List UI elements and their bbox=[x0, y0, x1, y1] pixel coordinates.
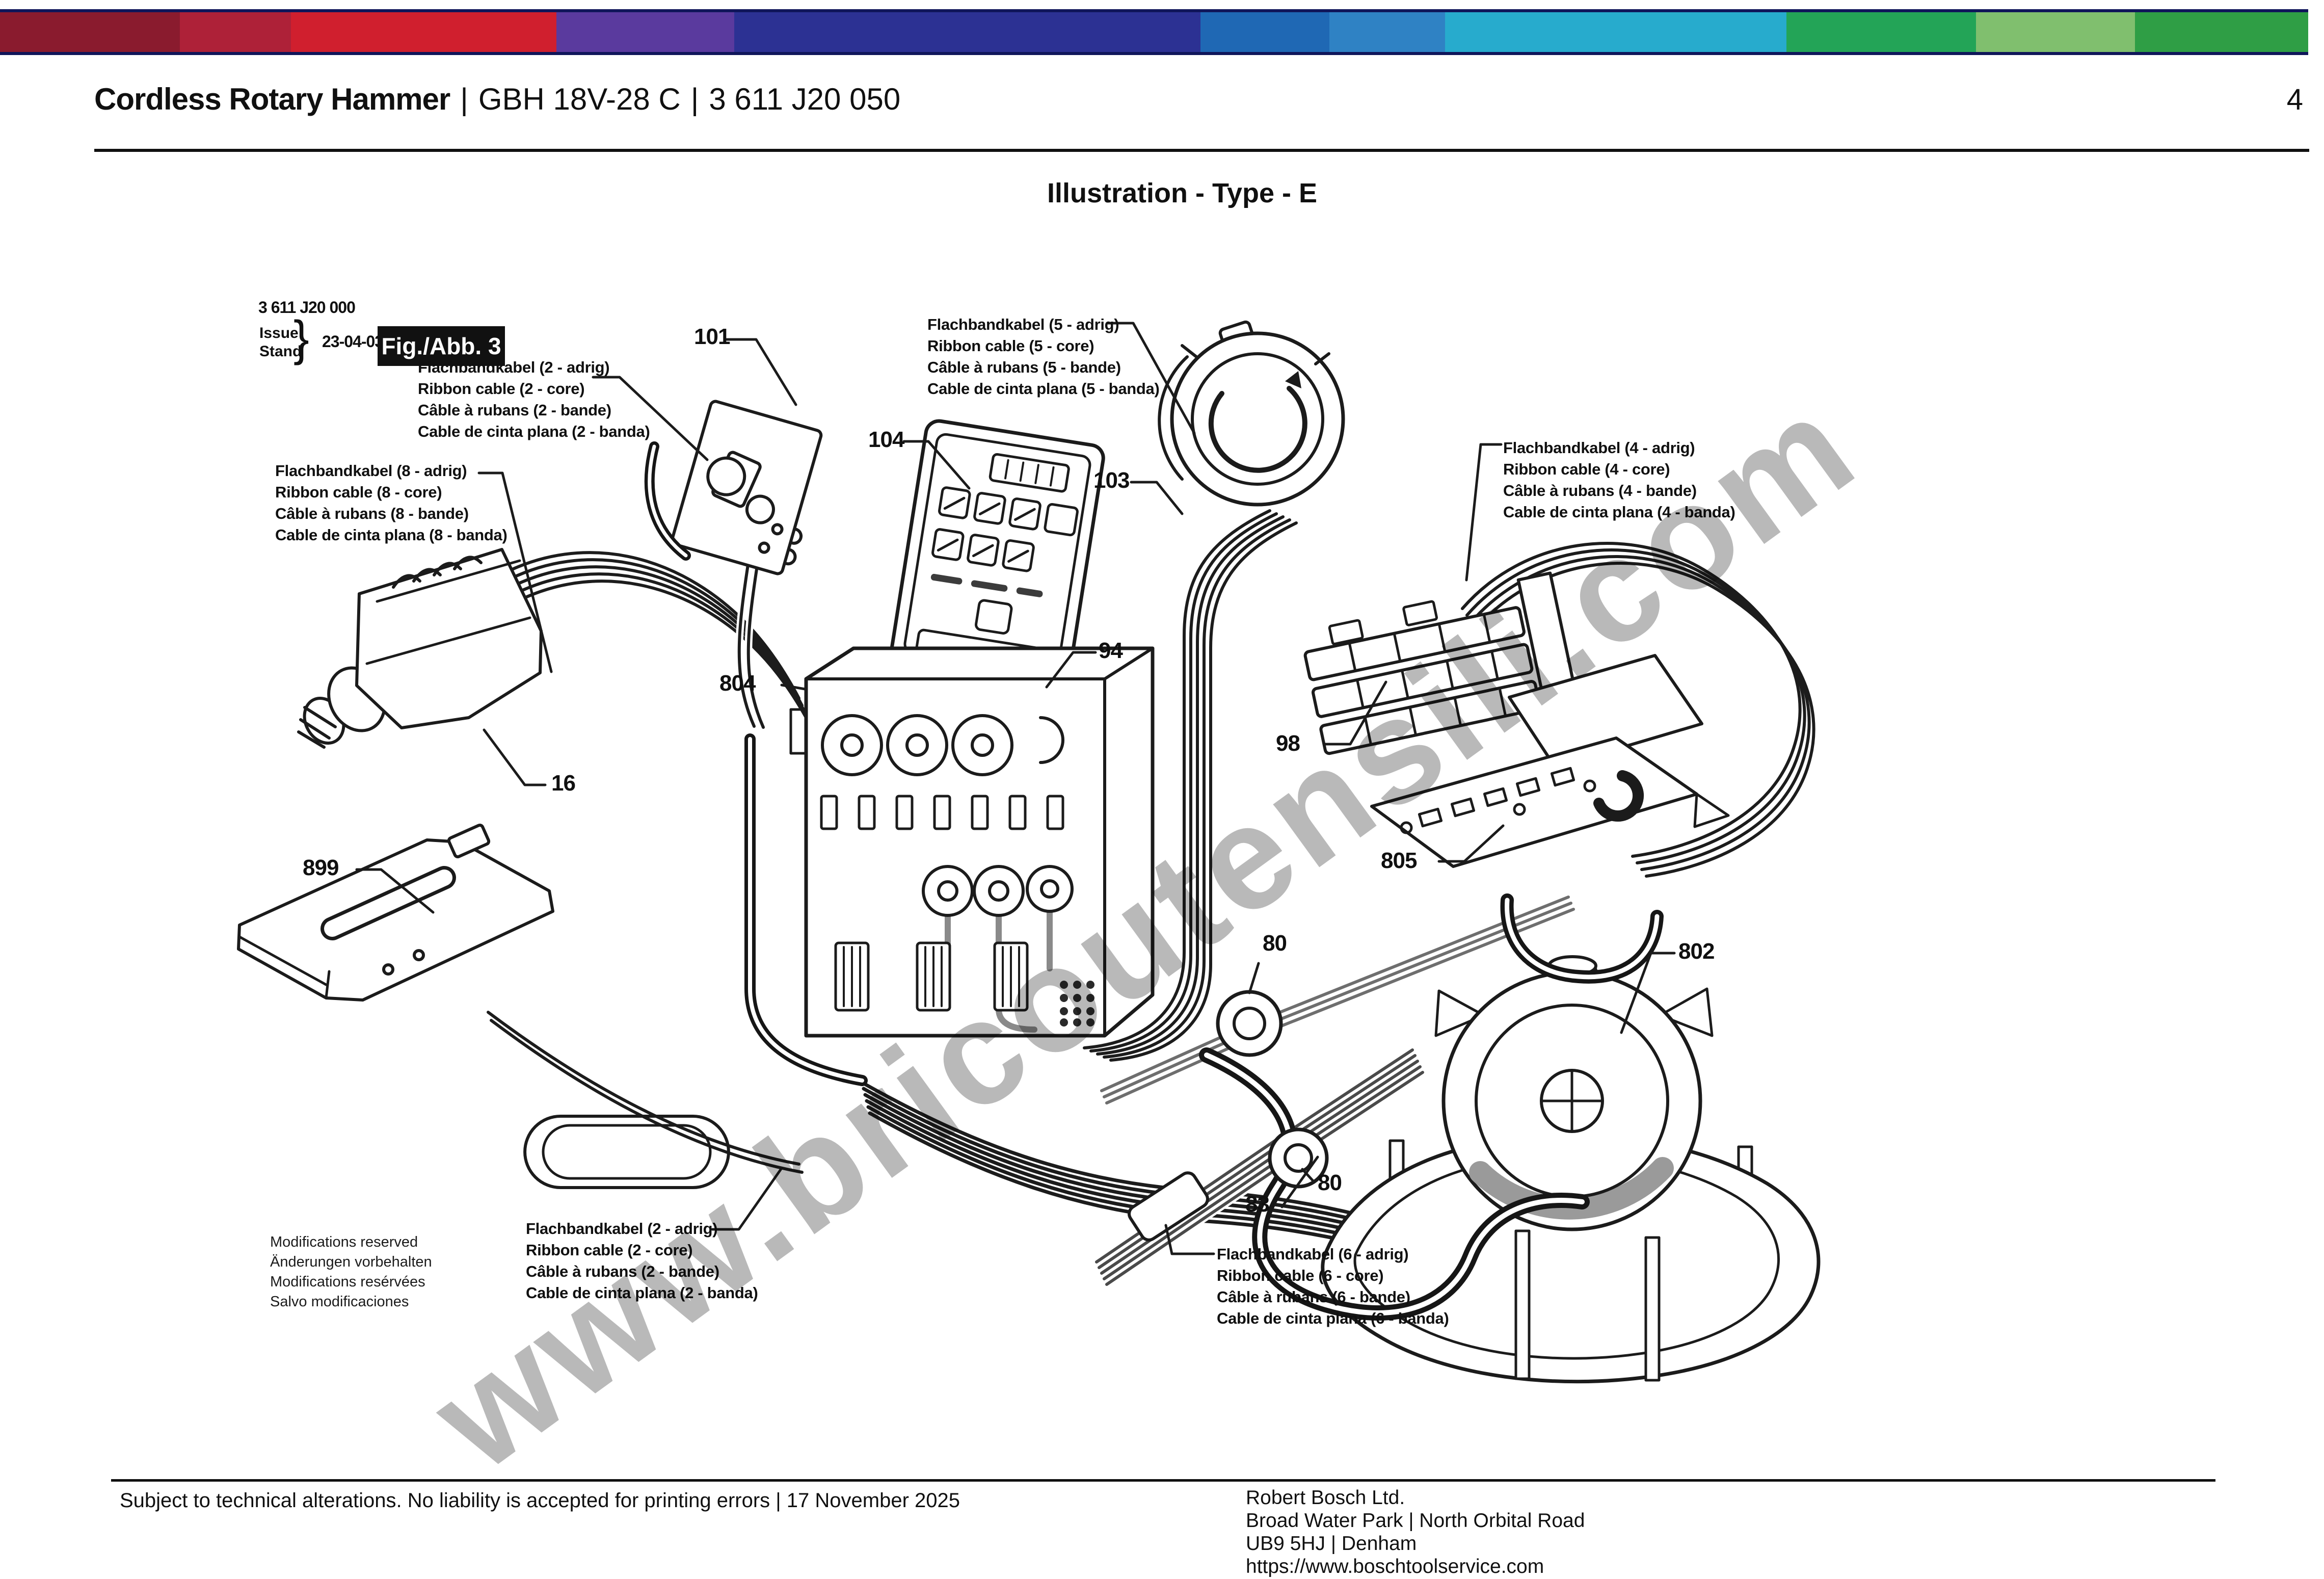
callout-98: 98 bbox=[1276, 731, 1300, 756]
figure-number-box: Fig./Abb. 3 bbox=[378, 326, 505, 366]
banner-segment bbox=[1445, 12, 1787, 52]
label-line: Ribbon cable (8 - core) bbox=[275, 483, 442, 501]
label-line: Flachbandkabel (2 - adrig) bbox=[526, 1220, 718, 1238]
cable-sleeve bbox=[1128, 1171, 1209, 1242]
motor-802 bbox=[1321, 955, 1821, 1384]
label-line: Cable de cinta plana (2 - banda) bbox=[526, 1284, 758, 1302]
cable-label-6core: Flachbandkabel (6 - adrig) Ribbon cable … bbox=[1217, 1244, 1449, 1329]
callout-80-lower: 80 bbox=[1318, 1170, 1342, 1195]
label-line: Flachbandkabel (8 - adrig) bbox=[275, 462, 467, 480]
footer-address: Robert Bosch Ltd. Broad Water Park | Nor… bbox=[1246, 1486, 1585, 1578]
label-line: Flachbandkabel (6 - adrig) bbox=[1217, 1245, 1409, 1263]
label-line: Ribbon cable (5 - core) bbox=[927, 337, 1094, 355]
banner-segment bbox=[734, 12, 1200, 52]
banner-segment bbox=[1329, 12, 1445, 52]
footer-city: UB9 5HJ | Denham bbox=[1246, 1533, 1417, 1555]
banner-segment bbox=[290, 12, 556, 52]
label-line: Ribbon cable (4 - core) bbox=[1503, 460, 1670, 478]
footer-company: Robert Bosch Ltd. bbox=[1246, 1487, 1405, 1509]
page-title: Illustration - Type - E bbox=[1047, 178, 1318, 208]
separator: | bbox=[460, 82, 468, 116]
header-rule bbox=[94, 149, 2309, 152]
stand-label: Stand bbox=[259, 343, 302, 360]
pcb-805 bbox=[1370, 736, 1730, 868]
modifications-note: Modifications reserved Änderungen vorbeh… bbox=[270, 1232, 432, 1312]
bracket-899 bbox=[237, 824, 554, 1002]
electronics-module-804 bbox=[789, 646, 1155, 1038]
callout-94: 94 bbox=[1099, 638, 1123, 663]
callout-805: 805 bbox=[1381, 848, 1417, 873]
label-line: Ribbon cable (6 - core) bbox=[1217, 1267, 1384, 1284]
label-line: Ribbon cable (2 - core) bbox=[526, 1241, 693, 1259]
cable-label-5core: Flachbandkabel (5 - adrig) Ribbon cable … bbox=[927, 314, 1160, 400]
pcb-101 bbox=[671, 400, 823, 575]
label-line: Câble à rubans (2 - bande) bbox=[418, 401, 611, 419]
footer-rule bbox=[111, 1479, 2215, 1482]
cable-fittings bbox=[1128, 990, 1329, 1242]
issue-date: 23-04-03 bbox=[322, 332, 384, 351]
footer-disclaimer: Subject to technical alterations. No lia… bbox=[120, 1489, 960, 1512]
footer-street: Broad Water Park | North Orbital Road bbox=[1246, 1510, 1585, 1532]
callout-103: 103 bbox=[1093, 468, 1130, 493]
label-line: Câble à rubans (5 - bande) bbox=[927, 358, 1121, 376]
callout-104: 104 bbox=[868, 427, 904, 452]
label-line: Câble à rubans (2 - bande) bbox=[526, 1262, 719, 1280]
label-line: Cable de cinta plana (5 - banda) bbox=[927, 380, 1160, 398]
brand-banner bbox=[0, 9, 2308, 55]
page-number: 4 bbox=[2286, 83, 2303, 116]
cable-label-4core: Flachbandkabel (4 - adrig) Ribbon cable … bbox=[1503, 437, 1735, 523]
cable-grommet-80-lower bbox=[1268, 1127, 1329, 1189]
issue-label: Issue bbox=[259, 325, 299, 341]
banner-segment bbox=[0, 12, 180, 52]
switch-assembly-16 bbox=[297, 548, 543, 749]
banner-segment bbox=[1786, 12, 1976, 52]
note-line: Änderungen vorbehalten bbox=[270, 1254, 432, 1270]
banner-segment bbox=[2135, 12, 2308, 52]
brace-glyph: } bbox=[293, 311, 309, 366]
callout-16: 16 bbox=[551, 771, 576, 796]
label-line: Câble à rubans (8 - bande) bbox=[275, 505, 469, 522]
product-name: Cordless Rotary Hammer bbox=[94, 82, 450, 116]
cable-grommet-80-upper bbox=[1216, 990, 1283, 1057]
model-number: GBH 18V-28 C bbox=[478, 82, 681, 116]
label-line: Flachbandkabel (5 - adrig) bbox=[927, 315, 1119, 333]
footer-website[interactable]: https://www.boschtoolservice.com bbox=[1246, 1556, 1544, 1577]
callout-899: 899 bbox=[303, 855, 339, 880]
speed-dial bbox=[1158, 320, 1345, 507]
banner-segment bbox=[1200, 12, 1330, 52]
banner-segment bbox=[556, 12, 734, 52]
label-line: Cable de cinta plana (8 - banda) bbox=[275, 526, 507, 544]
dip-dot-grid bbox=[1060, 981, 1094, 1027]
page-header: Cordless Rotary Hammer | GBH 18V-28 C | … bbox=[94, 82, 900, 117]
label-line: Cable de cinta plana (6 - banda) bbox=[1217, 1309, 1449, 1327]
ribbon-bundle bbox=[488, 1012, 802, 1172]
callout-802: 802 bbox=[1678, 939, 1715, 964]
callout-83: 83 bbox=[1245, 1192, 1270, 1217]
note-line: Modifications resérvées bbox=[270, 1274, 425, 1290]
label-line: Ribbon cable (2 - core) bbox=[418, 380, 585, 398]
cable-label-2core-top: Flachbandkabel (2 - adrig) Ribbon cable … bbox=[418, 357, 650, 442]
figure-code: 3 611 J20 000 bbox=[258, 298, 356, 317]
label-line: Câble à rubans (4 - bande) bbox=[1503, 482, 1697, 499]
callout-804: 804 bbox=[719, 671, 756, 696]
note-line: Modifications reserved bbox=[270, 1234, 418, 1250]
label-line: Cable de cinta plana (2 - banda) bbox=[418, 423, 650, 440]
separator: | bbox=[690, 82, 699, 116]
note-line: Salvo modificaciones bbox=[270, 1294, 409, 1310]
part-number: 3 611 J20 050 bbox=[709, 82, 901, 116]
label-line: Cable de cinta plana (4 - banda) bbox=[1503, 503, 1735, 521]
banner-segment bbox=[180, 12, 291, 52]
label-line: Flachbandkabel (4 - adrig) bbox=[1503, 439, 1695, 457]
label-line: Flachbandkabel (2 - adrig) bbox=[418, 358, 610, 376]
callout-80-upper: 80 bbox=[1263, 931, 1287, 956]
cable-label-2core-bottom: Flachbandkabel (2 - adrig) Ribbon cable … bbox=[526, 1218, 758, 1304]
callout-leaders bbox=[355, 322, 1676, 1255]
cable-label-8core: Flachbandkabel (8 - adrig) Ribbon cable … bbox=[275, 460, 507, 546]
selector-backplate bbox=[1508, 654, 1703, 769]
label-line: Câble à rubans (6 - bande) bbox=[1217, 1288, 1410, 1306]
banner-segment bbox=[1975, 12, 2135, 52]
callout-101: 101 bbox=[694, 324, 730, 349]
